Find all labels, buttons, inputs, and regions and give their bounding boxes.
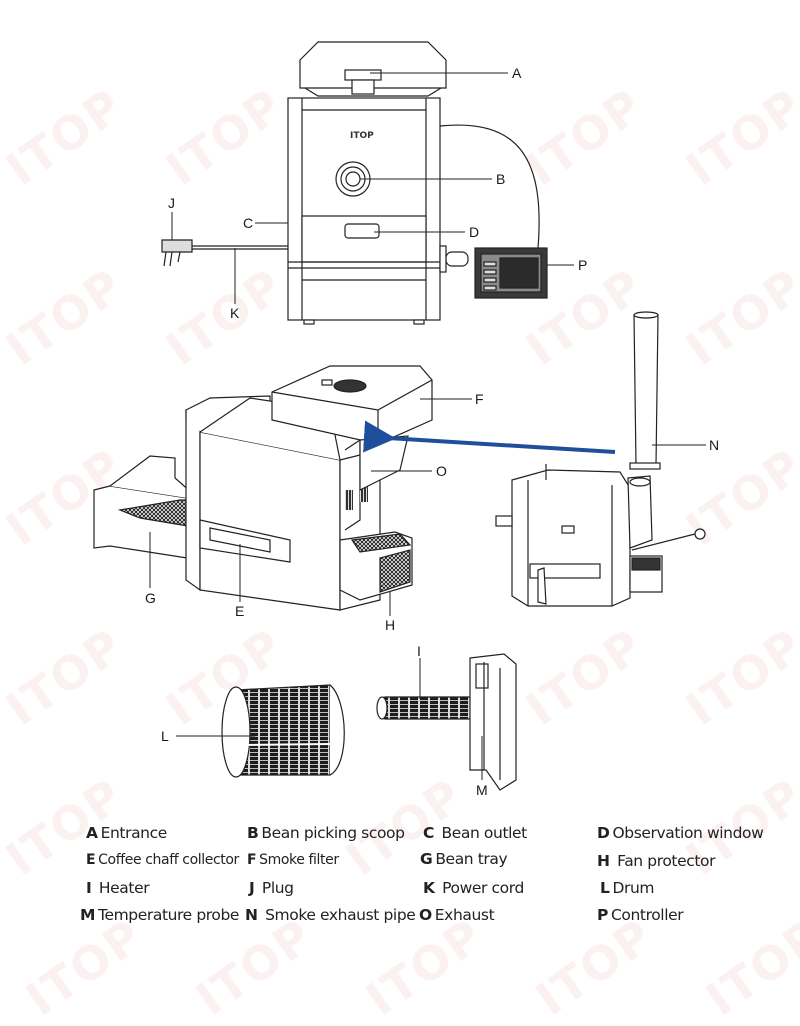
callout-P: P: [578, 257, 587, 273]
front-callouts: [171, 72, 574, 304]
callout-I: I: [417, 643, 421, 659]
temperature-probe-bracket: [469, 653, 517, 791]
drum-callouts: [176, 658, 483, 780]
side-view: [495, 311, 706, 607]
isometric-body: [199, 431, 341, 611]
iso-callouts: [149, 398, 706, 616]
plug: [161, 239, 193, 253]
legend-item: H Fan protector: [597, 852, 716, 870]
controller-cable: [439, 124, 540, 249]
callout-N: N: [709, 437, 719, 453]
roaster-body: [287, 97, 441, 321]
callout-C: C: [243, 215, 253, 231]
iso-labels: F O N G E H: [145, 391, 719, 633]
legend-item: C Bean outlet: [423, 824, 527, 842]
isometric-view: [93, 365, 433, 611]
entrance-slot: [344, 69, 382, 81]
callout-J: J: [168, 195, 175, 211]
callout-G: G: [145, 590, 156, 606]
observation-panel: [301, 215, 427, 263]
heater: [379, 696, 476, 720]
callout-O: O: [436, 463, 447, 479]
callout-D: D: [469, 224, 479, 240]
callout-M: M: [476, 782, 488, 798]
heater-assembly: [376, 653, 517, 791]
callout-A: A: [512, 65, 522, 81]
front-view: ITOP: [161, 41, 548, 325]
legend-item: K Power cord: [423, 879, 524, 897]
callout-H: H: [385, 617, 395, 633]
drum: [221, 684, 345, 778]
callout-L: L: [161, 728, 169, 744]
front-labels: A B C D P J K: [168, 65, 587, 321]
observation-window: [344, 223, 380, 239]
exhaust: [359, 435, 409, 491]
hopper-lid: [299, 41, 447, 89]
callout-B: B: [496, 171, 505, 187]
brand-logo: ITOP: [350, 131, 374, 141]
legend-item: I Heater: [86, 879, 150, 897]
drum-labels: L I M: [161, 643, 488, 798]
callout-F: F: [475, 391, 484, 407]
legend-item: N Smoke exhaust pipe: [245, 906, 416, 924]
smoke-exhaust-pipe: [633, 314, 659, 466]
callout-E: E: [235, 603, 244, 619]
roaster-parts-diagram: ITOP: [93, 41, 719, 798]
callout-K: K: [230, 305, 240, 321]
assembly-arrow: [363, 420, 616, 454]
legend-item: J Plug: [249, 879, 294, 897]
